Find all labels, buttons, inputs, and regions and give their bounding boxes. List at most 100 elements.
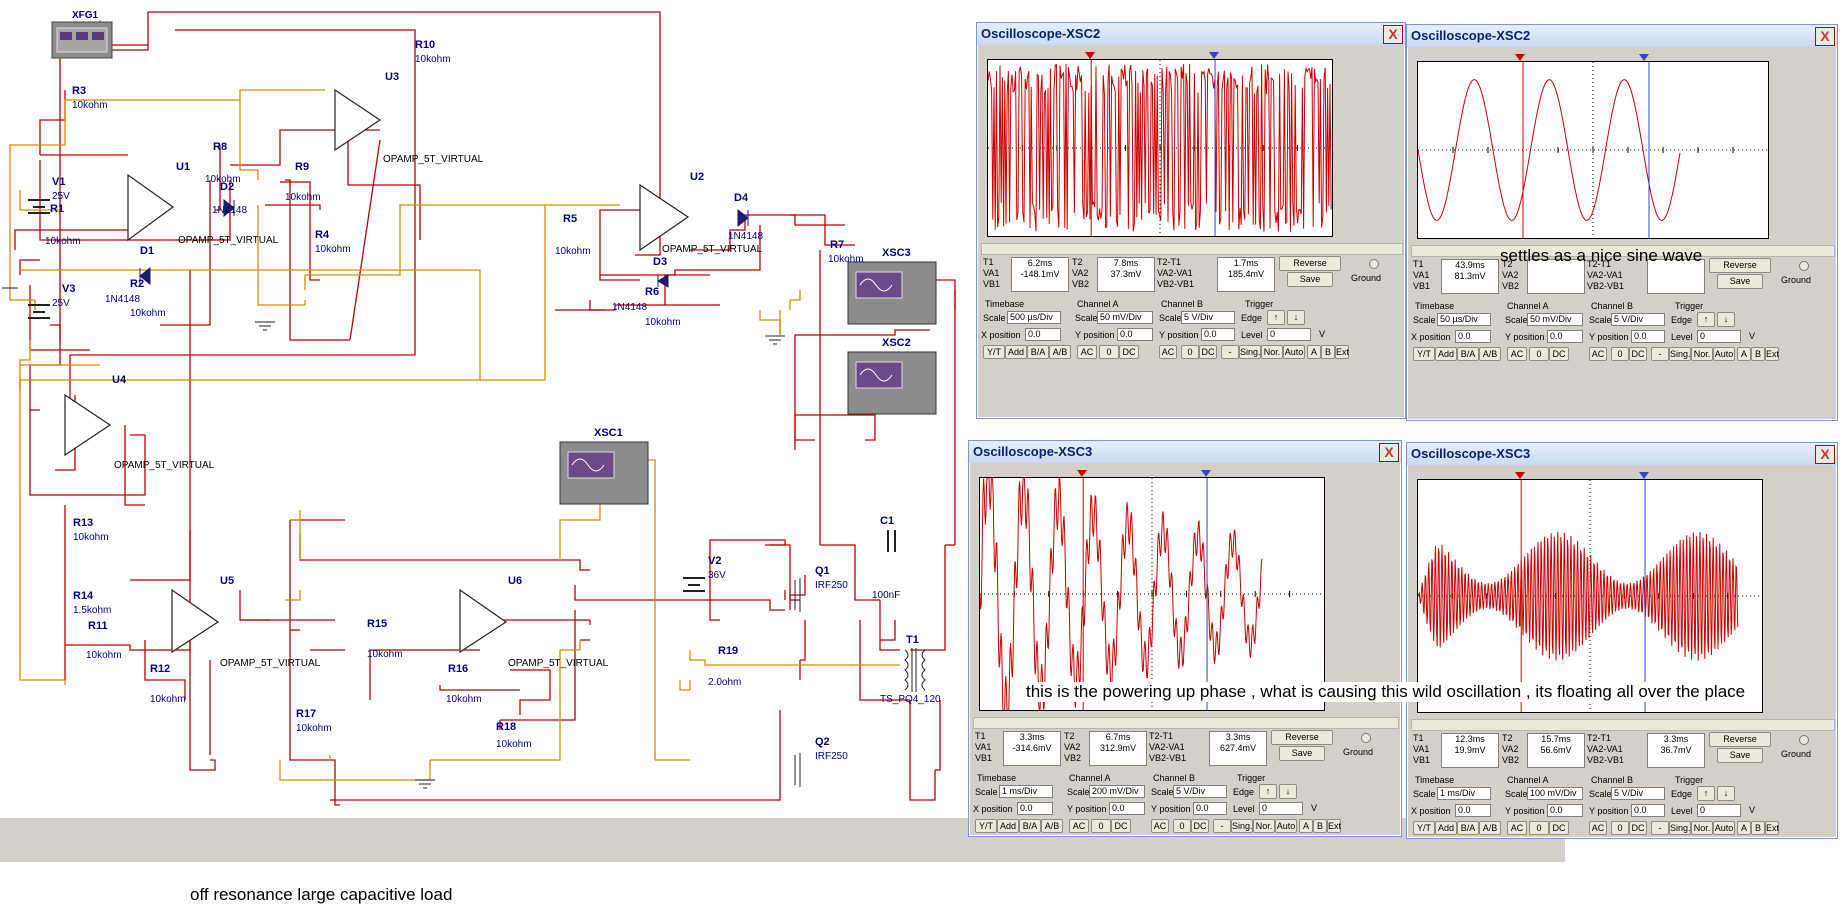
save-button[interactable]: Save	[1287, 272, 1333, 287]
channel-a-ypos-field[interactable]: 0.0	[1547, 330, 1583, 343]
x-position-field[interactable]: 0.0	[1017, 802, 1053, 815]
scope-titlebar[interactable]: Oscilloscope-XSC3	[1407, 443, 1837, 465]
x-position-field[interactable]: 0.0	[1455, 330, 1491, 343]
horizontal-scrollbar[interactable]	[973, 717, 1399, 729]
channel-a-ypos-field[interactable]: 0.0	[1109, 802, 1145, 815]
horizontal-scrollbar[interactable]	[1411, 719, 1835, 731]
trigger-mode-button-0[interactable]: Sing.	[1239, 345, 1261, 359]
reverse-button[interactable]: Reverse	[1709, 258, 1771, 273]
cursor-t2-handle[interactable]	[1639, 472, 1650, 479]
edge-falling-button[interactable]: ↓	[1279, 784, 1297, 799]
trigger-mode-button-2[interactable]: Auto	[1283, 345, 1305, 359]
channel-b-coupling-2[interactable]: DC	[1629, 347, 1647, 361]
timebase-scale-field[interactable]: 50 µs/Div	[1437, 313, 1491, 326]
timebase-mode-button-3[interactable]: A/B	[1049, 345, 1071, 359]
timebase-mode-button-3[interactable]: A/B	[1479, 821, 1501, 835]
edge-falling-button[interactable]: ↓	[1717, 786, 1735, 801]
channel-b-scale-field[interactable]: 5 V/Div	[1611, 787, 1665, 800]
trigger-level-field[interactable]: 0	[1267, 328, 1311, 341]
x-position-field[interactable]: 0.0	[1455, 804, 1491, 817]
waveform-plot[interactable]	[1417, 480, 1762, 712]
trigger-mode-button-3[interactable]: A	[1299, 819, 1313, 833]
channel-b-scale-field[interactable]: 5 V/Div	[1611, 313, 1665, 326]
xsc1-instrument[interactable]	[559, 441, 649, 505]
xsc2-instrument[interactable]	[847, 351, 937, 415]
timebase-mode-button-2[interactable]: B/A	[1019, 819, 1041, 833]
channel-b-coupling-2[interactable]: DC	[1199, 345, 1217, 359]
timebase-scale-field[interactable]: 1 ms/Div	[1437, 787, 1491, 800]
ground-radio[interactable]	[1799, 261, 1809, 271]
channel-b-scale-field[interactable]: 5 V/Div	[1181, 311, 1235, 324]
horizontal-scrollbar[interactable]	[981, 243, 1403, 255]
channel-a-coupling-0[interactable]: AC	[1507, 347, 1527, 361]
edge-falling-button[interactable]: ↓	[1287, 310, 1305, 325]
cursor-t1-handle[interactable]	[1085, 52, 1096, 59]
reverse-button[interactable]: Reverse	[1709, 732, 1771, 747]
channel-b-ypos-field[interactable]: 0.0	[1201, 328, 1235, 341]
timebase-mode-button-0[interactable]: Y/T	[1413, 821, 1435, 835]
timebase-mode-button-1[interactable]: Add	[1005, 345, 1027, 359]
channel-b-coupling-0[interactable]: AC	[1589, 821, 1607, 835]
trigger-mode-button-3[interactable]: A	[1737, 821, 1751, 835]
channel-a-coupling-0[interactable]: AC	[1507, 821, 1527, 835]
edge-rising-button[interactable]: ↑	[1697, 312, 1715, 327]
xsc3-instrument[interactable]	[847, 261, 937, 325]
scope-screen[interactable]	[1417, 479, 1763, 713]
timebase-mode-button-0[interactable]: Y/T	[1413, 347, 1435, 361]
timebase-scale-field[interactable]: 1 ms/Div	[999, 785, 1053, 798]
channel-b-coupling-3[interactable]: -	[1213, 819, 1231, 833]
timebase-scale-field[interactable]: 500 µs/Div	[1007, 311, 1061, 324]
trigger-mode-button-1[interactable]: Nor.	[1261, 345, 1283, 359]
ground-radio[interactable]	[1361, 733, 1371, 743]
close-icon[interactable]: X	[1815, 445, 1835, 464]
channel-b-coupling-0[interactable]: AC	[1589, 347, 1607, 361]
channel-b-coupling-3[interactable]: -	[1221, 345, 1239, 359]
trigger-mode-button-5[interactable]: Ext	[1765, 821, 1780, 835]
edge-falling-button[interactable]: ↓	[1717, 312, 1735, 327]
channel-b-coupling-3[interactable]: -	[1651, 821, 1669, 835]
trigger-mode-button-4[interactable]: B	[1321, 345, 1335, 359]
channel-a-coupling-1[interactable]: 0	[1529, 347, 1549, 361]
trigger-mode-button-4[interactable]: B	[1751, 821, 1765, 835]
channel-b-coupling-2[interactable]: DC	[1191, 819, 1209, 833]
channel-a-ypos-field[interactable]: 0.0	[1117, 328, 1153, 341]
trigger-mode-button-3[interactable]: A	[1737, 347, 1751, 361]
channel-b-coupling-1[interactable]: 0	[1181, 345, 1199, 359]
timebase-mode-button-0[interactable]: Y/T	[983, 345, 1005, 359]
trigger-mode-button-0[interactable]: Sing.	[1231, 819, 1253, 833]
channel-a-scale-field[interactable]: 50 mV/Div	[1527, 313, 1583, 326]
timebase-mode-button-3[interactable]: A/B	[1041, 819, 1063, 833]
channel-b-ypos-field[interactable]: 0.0	[1631, 330, 1665, 343]
channel-a-scale-field[interactable]: 50 mV/Div	[1097, 311, 1153, 324]
reverse-button[interactable]: Reverse	[1271, 730, 1333, 745]
channel-a-coupling-2[interactable]: DC	[1549, 821, 1569, 835]
channel-b-coupling-1[interactable]: 0	[1611, 821, 1629, 835]
save-button[interactable]: Save	[1279, 746, 1325, 761]
reverse-button[interactable]: Reverse	[1279, 256, 1341, 271]
trigger-mode-button-1[interactable]: Nor.	[1253, 819, 1275, 833]
cursor-t2-handle[interactable]	[1639, 54, 1650, 61]
close-icon[interactable]: X	[1379, 443, 1399, 462]
waveform-plot[interactable]	[1417, 62, 1768, 238]
save-button[interactable]: Save	[1717, 274, 1763, 289]
trigger-mode-button-2[interactable]: Auto	[1713, 347, 1735, 361]
edge-rising-button[interactable]: ↑	[1697, 786, 1715, 801]
trigger-level-field[interactable]: 0	[1697, 804, 1741, 817]
waveform-plot[interactable]	[987, 60, 1332, 236]
ground-radio[interactable]	[1799, 735, 1809, 745]
timebase-mode-button-2[interactable]: B/A	[1027, 345, 1049, 359]
scope-screen[interactable]	[979, 476, 1325, 711]
trigger-mode-button-3[interactable]: A	[1307, 345, 1321, 359]
xfg1-generator[interactable]	[51, 21, 113, 59]
channel-b-coupling-1[interactable]: 0	[1611, 347, 1629, 361]
channel-b-coupling-1[interactable]: 0	[1173, 819, 1191, 833]
channel-b-ypos-field[interactable]: 0.0	[1631, 804, 1665, 817]
cursor-t2-handle[interactable]	[1201, 470, 1212, 477]
trigger-mode-button-5[interactable]: Ext	[1765, 347, 1780, 361]
channel-b-coupling-2[interactable]: DC	[1629, 821, 1647, 835]
trigger-mode-button-4[interactable]: B	[1751, 347, 1765, 361]
horizontal-scrollbar[interactable]	[1411, 245, 1835, 257]
